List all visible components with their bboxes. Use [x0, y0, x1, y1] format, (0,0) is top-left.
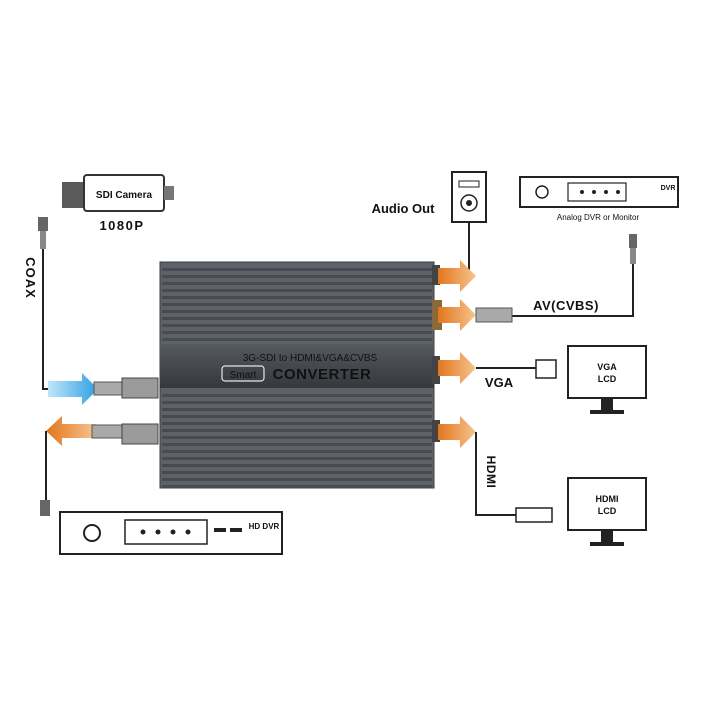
- power-icon: [535, 185, 549, 199]
- coax-label: COAX: [23, 257, 38, 299]
- fin: [162, 310, 432, 313]
- fin: [162, 415, 432, 418]
- av-arrow-icon: [438, 299, 476, 331]
- fin: [162, 457, 432, 460]
- fin: [162, 268, 432, 271]
- fin: [162, 401, 432, 404]
- bnc-sleeve-icon: [630, 248, 636, 264]
- hdmi-port: [432, 420, 440, 442]
- converter-front-panel: [160, 344, 434, 388]
- vga-monitor-icon: [567, 345, 647, 399]
- fin: [162, 296, 432, 299]
- av-line: [510, 264, 634, 317]
- fin: [162, 338, 432, 341]
- hd-dvr: HD DVR: [59, 511, 283, 555]
- converter-name: CONVERTER: [273, 366, 372, 383]
- av-label: AV(CVBS): [533, 298, 599, 313]
- hdmi-label: HDMI: [484, 456, 498, 489]
- analog-dvr-badge: DVR: [661, 185, 676, 192]
- audio-arrow-icon: [438, 260, 476, 292]
- bnc-sleeve-icon: [40, 231, 46, 249]
- bnc-connector-icon: [40, 500, 50, 516]
- hdmi-line: [475, 432, 518, 516]
- camera-label: SDI Camera: [96, 190, 153, 201]
- bnc-plug-icon: [93, 381, 125, 396]
- vga-screen-line2: LCD: [598, 374, 617, 384]
- audio-out: Audio Out: [372, 171, 487, 292]
- fin: [162, 289, 432, 292]
- sdi-camera: SDI Camera 1080P: [62, 174, 174, 233]
- fin: [162, 324, 432, 327]
- speaker-icon: [451, 171, 487, 223]
- bnc-out-port: [121, 423, 159, 445]
- av-port: [432, 300, 442, 330]
- fin: [162, 436, 432, 439]
- input-arrow-icon: [48, 373, 98, 405]
- smart-badge: [221, 365, 265, 382]
- fin: [162, 282, 432, 285]
- hdmi-output: HDMI HDMI LCD: [438, 416, 647, 546]
- fin: [162, 450, 432, 453]
- fin: [162, 422, 432, 425]
- audio-port: [432, 265, 440, 285]
- fin: [162, 429, 432, 432]
- power-icon: [83, 524, 101, 542]
- camera-connector-icon: [164, 186, 174, 200]
- fin: [162, 408, 432, 411]
- hdmi-screen-line2: LCD: [598, 506, 617, 516]
- coax-line: [42, 249, 80, 390]
- hdmi-screen-line1: HDMI: [596, 494, 619, 504]
- vga-plug-icon: [535, 359, 557, 379]
- fin: [162, 303, 432, 306]
- bnc-plug-icon: [475, 307, 513, 323]
- smart-badge-label: Smart: [230, 370, 257, 381]
- vga-output: VGA VGA LCD: [438, 345, 647, 414]
- camera-resolution: 1080P: [99, 218, 144, 233]
- bnc-connector-icon: [38, 217, 48, 231]
- fin: [162, 485, 432, 488]
- analog-dvr-panel: [567, 182, 627, 202]
- coax-cable: COAX: [23, 217, 125, 405]
- camera-lens-icon: [62, 182, 84, 208]
- vga-port: [432, 356, 440, 384]
- fin: [162, 331, 432, 334]
- hdmi-plug-icon: [515, 507, 553, 523]
- output-arrow-icon: [46, 416, 96, 446]
- converter-title: 3G-SDI to HDMI&VGA&CVBS: [243, 353, 378, 364]
- bnc-in-port: [121, 377, 159, 399]
- hd-dvr-label: HD DVR: [249, 522, 280, 531]
- hdmi-monitor-icon: [567, 477, 647, 531]
- fin: [162, 317, 432, 320]
- converter-device: 3G-SDI to HDMI&VGA&CVBS Smart CONVERTER: [121, 261, 442, 489]
- vga-arrow-icon: [438, 352, 476, 384]
- fin: [162, 394, 432, 397]
- audio-out-label: Audio Out: [372, 201, 435, 216]
- fin: [162, 478, 432, 481]
- analog-dvr-caption: Analog DVR or Monitor: [557, 213, 640, 222]
- vga-screen-line1: VGA: [597, 362, 617, 372]
- hdmi-arrow-icon: [438, 416, 476, 448]
- bnc-plug-icon: [91, 424, 123, 439]
- bnc-connector-icon: [629, 234, 637, 248]
- fin: [162, 443, 432, 446]
- fin: [162, 275, 432, 278]
- hd-dvr-cable: [40, 416, 123, 516]
- analog-dvr: DVR Analog DVR or Monitor AV(CVBS): [438, 176, 679, 331]
- vga-label: VGA: [485, 375, 514, 390]
- fin: [162, 464, 432, 467]
- hd-dvr-panel: [124, 519, 208, 545]
- fin: [162, 471, 432, 474]
- heat-sink-fins: [162, 268, 432, 488]
